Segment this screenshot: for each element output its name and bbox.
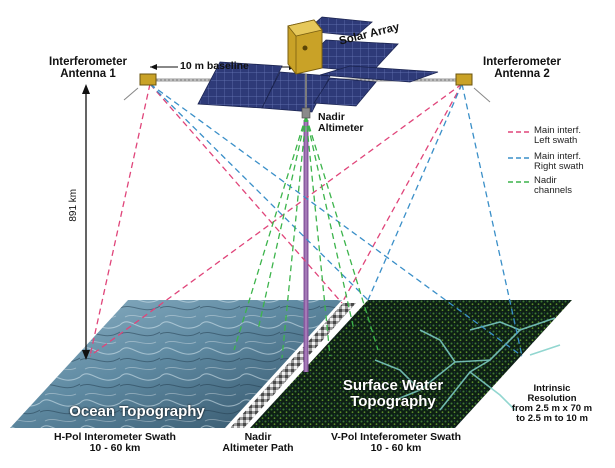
nadir-path-label: Nadir Altimeter Path [203,431,313,455]
nadir-beam-12 [305,115,355,331]
nadir-path-strip [230,303,356,428]
surface-water-title-line1: Surface Water [342,377,444,394]
baseline-label: 10 m baseline [180,60,249,72]
legend-left-swath-line2: Left swath [534,134,578,146]
resolution-line4: to 2.5 m to 10 m [516,412,588,424]
antenna-1-label-line2: Antenna 1 [60,68,116,81]
legend-left-swath-line1: Main interf. [534,125,581,136]
legend-right-swath-line1: Main interf. [534,151,581,162]
vpol-swath-line1: V-Pol Inteferometer Swath [330,431,462,443]
legend-left-swath-label: Main interf. Left swath [534,126,581,146]
legend-nadir-line2: channels [534,184,573,196]
resolution-label: Intrinsic Resolution from 2.5 m x 70 m t… [493,384,611,424]
satellite-body [287,19,323,119]
left-swath-beam-0 [89,83,151,357]
antenna-2-label: Interferometer Antenna 2 [470,56,574,80]
right-swath-beam-7 [461,83,523,357]
antenna-1 [123,73,157,101]
legend [508,131,530,183]
legend-right-swath-label: Main interf. Right swath [534,152,584,172]
left-swath-beam-3 [341,83,463,304]
legend-nadir-label: Nadir channels [534,176,572,196]
nadir-beam-13 [305,115,379,351]
surface-water-panel [250,300,572,428]
right-swath-beam-5 [149,83,523,357]
nadir-altimeter-label-line2: Altimeter [318,122,364,135]
legend-right-swath-line2: Right swath [534,160,584,172]
surface-water-title: Surface Water Topography [318,378,468,410]
resolution-line3: from 2.5 m x 70 m [511,402,593,414]
altitude-label: 891 km [67,188,79,222]
antenna-1-label-line1: Interferometer [49,56,127,68]
nadir-altimeter-label: Nadir Altimeter [318,111,364,135]
nadir-path-line1: Nadir [244,431,272,443]
nadir-path-line2: Altimeter Path [222,442,294,455]
nadir-beam-8 [233,115,307,351]
hpol-swath-line1: H-Pol Interometer Swath [54,431,176,443]
altitude-arrow [82,84,90,360]
surface-water-title-line2: Topography [350,392,436,410]
vpol-swath-label: V-Pol Inteferometer Swath 10 - 60 km [306,431,486,455]
nadir-beam-11 [305,115,331,357]
left-swath-beam-2 [89,83,463,357]
nadir-beam-9 [257,115,307,331]
solar-array [197,16,439,113]
antenna-2-label-line1: Interferometer [483,56,561,68]
left-swath-beam-1 [149,83,343,304]
hpol-swath-label: H-Pol Interometer Swath 10 - 60 km [30,431,200,455]
hpol-swath-line2: 10 - 60 km [89,442,141,455]
nadir-altimeter-label-line1: Nadir [318,111,345,123]
ocean-topography-title: Ocean Topography [69,403,205,420]
beam-lines [89,83,523,359]
resolution-line2: Resolution [527,392,577,404]
nadir-beam-10 [281,115,307,359]
antenna-1-label: Interferometer Antenna 1 [36,56,140,80]
right-swath-beam-4 [149,83,369,301]
legend-nadir-line1: Nadir [534,175,557,186]
antenna-2 [455,73,491,103]
antenna-2-label-line2: Antenna 2 [494,68,550,81]
ocean-topography-panel [10,300,342,428]
right-swath-beam-6 [367,83,463,301]
resolution-line1: Intrinsic [533,383,571,394]
vpol-swath-line2: 10 - 60 km [370,442,422,455]
